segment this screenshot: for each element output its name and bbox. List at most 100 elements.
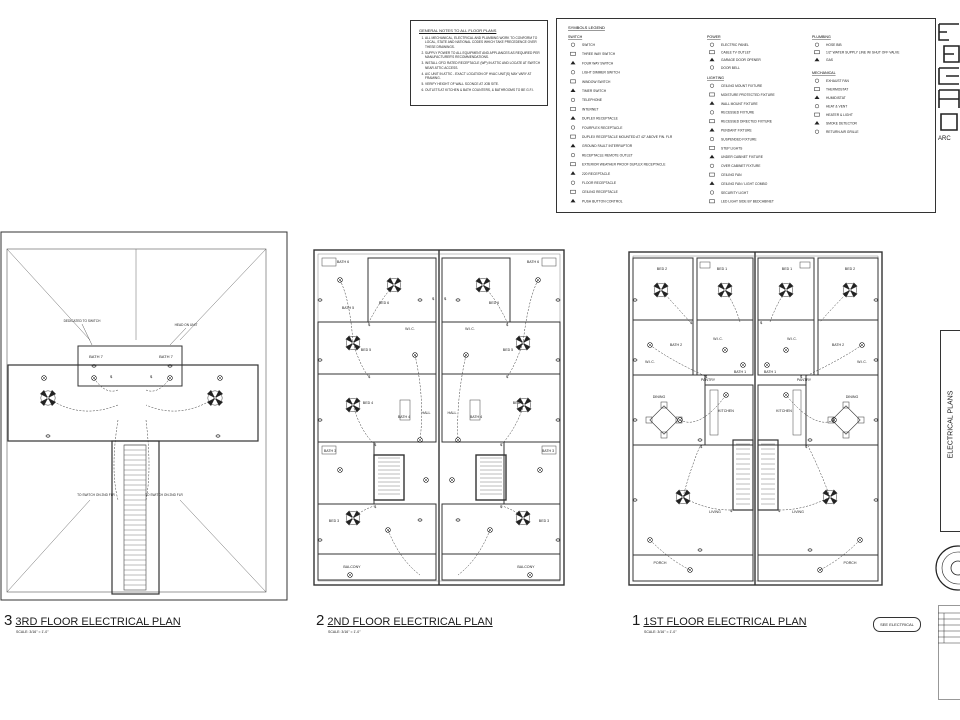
- receptacle-icon: [455, 518, 461, 522]
- wall-outline: [367, 257, 437, 323]
- receptacle-icon: [807, 438, 813, 442]
- wall-outline: [441, 503, 561, 555]
- annotation-note: DEDICATED TO SWITCH: [64, 319, 102, 323]
- wall-outline: [632, 554, 754, 582]
- legend-symbol-icon: [814, 50, 820, 55]
- legend-symbol-icon: [709, 119, 715, 124]
- wall-outline: [111, 440, 160, 595]
- legend-item-label: SWITCH: [582, 43, 596, 47]
- legend-switches-header: SWITCH: [568, 35, 583, 39]
- legend-title: SYMBOLS LEGEND: [568, 25, 605, 30]
- room-label-balcony: BALCONY: [343, 565, 361, 569]
- room-label-bath-5: BATH 5: [342, 306, 354, 310]
- switch-icon: $: [760, 320, 763, 325]
- legend-symbol-icon: [570, 198, 576, 203]
- switch-leg-wire: [501, 505, 524, 519]
- switch-icon: $: [506, 322, 509, 327]
- receptacle-icon: [455, 298, 461, 302]
- switch-icon: $: [500, 442, 503, 447]
- legend-symbol-icon: [814, 57, 820, 62]
- legend-symbol-icon: [814, 42, 820, 47]
- ceiling-light-icon: [217, 375, 223, 381]
- legend-item-label: STEP LIGHTS: [721, 146, 743, 150]
- switch-icon: $: [150, 374, 153, 379]
- symbols-legend-box: SYMBOLS LEGEND SWITCH POWER LIGHTING PLU…: [556, 18, 936, 213]
- switch-leg-wire: [414, 354, 422, 441]
- room-label-bath-4: BATH 4: [398, 415, 410, 419]
- room-label-bath-1: BATH 1: [764, 370, 776, 374]
- room-label-bath-6: BATH 6: [337, 260, 349, 264]
- legend-symbol-icon: [709, 110, 715, 115]
- room-label-bed-3: BED 3: [329, 519, 339, 523]
- room-label-bath-2: BATH 2: [832, 343, 844, 347]
- switch-icon: $: [500, 504, 503, 509]
- room-label-wic: W.I.C.: [787, 337, 797, 341]
- legend-symbol-icon: [814, 121, 820, 125]
- ceiling-light-icon: [337, 467, 343, 473]
- sheet-title: ELECTRICAL PLANS: [947, 390, 955, 459]
- firm-logo: [938, 23, 960, 131]
- legend-symbol-icon: [709, 50, 715, 55]
- legend-item-label: DOOR BELL: [721, 66, 740, 70]
- legend-symbol-icon: [709, 154, 715, 159]
- general-note: INSTALL GFCI RATED RECEPTACLE (WP) IN AT…: [425, 61, 543, 70]
- legend-symbol-icon: [709, 128, 715, 132]
- legend-symbol-icon: [709, 65, 715, 70]
- legend-mechanical-header: MECHANICAL: [812, 71, 836, 75]
- switch-icon: $: [110, 374, 113, 379]
- switch-leg-wire: [47, 397, 119, 412]
- wall-outline: [696, 319, 754, 376]
- switch-icon: $: [730, 508, 733, 513]
- switch-leg-wire: [352, 342, 369, 377]
- legend-item-label: GAS: [826, 58, 834, 62]
- ceiling-fan-icon: [515, 335, 531, 351]
- switch-icon: $: [778, 508, 781, 513]
- legend-item-label: LED LIGHT SIDE BY BEDCABINET: [721, 200, 774, 204]
- wall-outline: [441, 257, 511, 323]
- leader-line: [81, 323, 93, 346]
- legend-item-label: 1/2" WATER SUPPLY LINE W/ SHUT OFF VALVE: [826, 51, 900, 55]
- revision-table: [938, 605, 960, 700]
- legend-item-label: HUMIDISTAT: [826, 96, 846, 100]
- legend-item-label: DUPLEX RECEPTACLE: [582, 117, 619, 121]
- wall-outline: [757, 384, 807, 446]
- room-label-bed-1: BED 1: [717, 267, 727, 271]
- legend-symbol-icon: [814, 87, 820, 91]
- receptacle-icon: [807, 548, 813, 552]
- ceiling-fan-icon: [516, 397, 532, 413]
- legend-item-label: SMOKE DETECTOR: [826, 122, 858, 126]
- legend-symbol-icon: [570, 162, 576, 167]
- receptacle-icon: [555, 298, 561, 302]
- legend-symbol-icon: [570, 97, 576, 102]
- receptacle-icon: [317, 358, 323, 362]
- room-label-kitchen: KITCHEN: [776, 409, 792, 413]
- plan-title-3rd-floor: 3 3RD FLOOR ELECTRICAL PLAN: [4, 612, 181, 629]
- receptacle-icon: [632, 298, 638, 302]
- legend-item-label: CEILING FAN / LIGHT COMBO: [721, 182, 768, 186]
- general-note: VERIFY HEIGHT OF WALL SCONCE AT JOB SITE…: [425, 82, 543, 86]
- legend-item-label: TELEPHONE: [582, 98, 603, 102]
- symbols-legend: SYMBOLS LEGEND SWITCH POWER LIGHTING PLU…: [568, 25, 900, 204]
- room-label-bath-2: BATH 2: [670, 343, 682, 347]
- switch-leg-wire: [785, 394, 835, 423]
- ceiling-light-icon: [740, 362, 746, 368]
- legend-item-label: GROUND FAULT INTERRUPTOR: [582, 144, 633, 148]
- legend-item-label: CEILING MOUNT FIXTURE: [721, 84, 763, 88]
- room-label-bath-3: BATH 3: [324, 449, 336, 453]
- legend-symbol-icon: [709, 101, 715, 105]
- wall-outline: [441, 373, 561, 443]
- switch-leg-wire: [113, 419, 119, 501]
- stair-treads: [124, 444, 146, 586]
- wall-outline: [757, 319, 815, 376]
- legend-item-label: UNDER CABINET FIXTURE: [721, 155, 764, 159]
- legend-symbol-icon: [570, 180, 576, 185]
- room-label-dining: DINING: [653, 395, 666, 399]
- legend-symbol-icon: [570, 60, 576, 65]
- engineer-seal: [935, 545, 960, 591]
- switch-icon: $: [374, 504, 377, 509]
- legend-item-label: CEILING FAN: [721, 173, 742, 177]
- legend-item-label: TIMER SWITCH: [582, 89, 607, 93]
